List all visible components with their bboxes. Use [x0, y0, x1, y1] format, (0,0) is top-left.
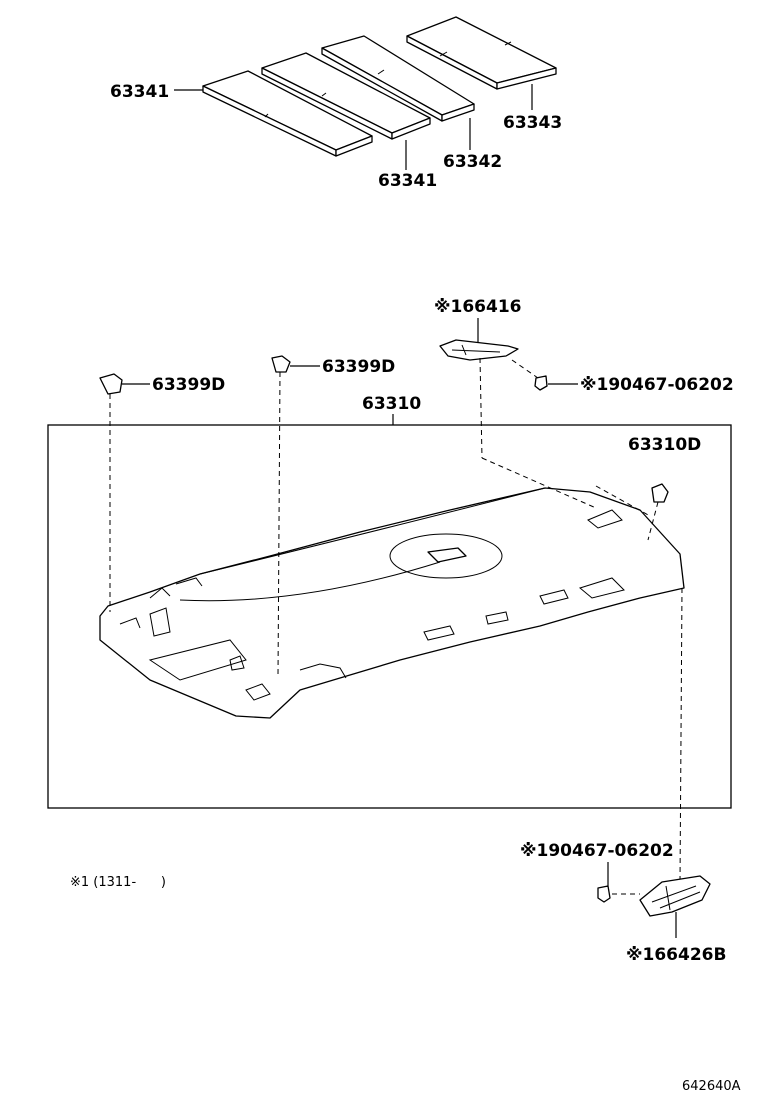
screw-90467-bottom[interactable] [597, 885, 611, 903]
label-90467-top: ※190467-06202 [580, 375, 734, 395]
label-90467-bottom: ※190467-06202 [520, 841, 674, 861]
figure-id: 642640A [682, 1079, 741, 1094]
silencer-pad-63343[interactable] [406, 16, 557, 90]
label-63310: 63310 [362, 394, 421, 414]
label-63342: 63342 [443, 152, 502, 172]
silencer-pad-63342[interactable] [321, 35, 475, 122]
assembly-dashed-lines [109, 357, 683, 883]
label-66426b: ※166426B [626, 945, 726, 965]
label-63341-bottom: 63341 [378, 171, 437, 191]
bracket-66416[interactable] [439, 339, 519, 361]
roof-headliner-63310[interactable] [99, 487, 685, 719]
headliner-frame [47, 424, 732, 809]
label-63341-left: 63341 [110, 82, 169, 102]
silencer-pad-63341-a[interactable] [202, 70, 373, 157]
clip-63310d[interactable] [651, 483, 669, 503]
clip-63399d-left[interactable] [99, 373, 123, 395]
pad-leader-lines [174, 84, 533, 170]
bracket-66426b[interactable] [639, 875, 711, 917]
label-63399d-right: 63399D [322, 357, 395, 377]
label-63310d: 63310D [628, 435, 701, 455]
screw-90467-top[interactable] [534, 375, 548, 391]
label-63343: 63343 [503, 113, 562, 133]
silencer-pad-63341-b[interactable] [261, 52, 431, 140]
label-63399d-left: 63399D [152, 375, 225, 395]
clip-63399d-right[interactable] [271, 355, 291, 373]
applicability-note: ※1 (1311- ) [70, 875, 166, 890]
silencer-pad-group [202, 16, 557, 157]
label-66416: ※166416 [434, 297, 522, 317]
